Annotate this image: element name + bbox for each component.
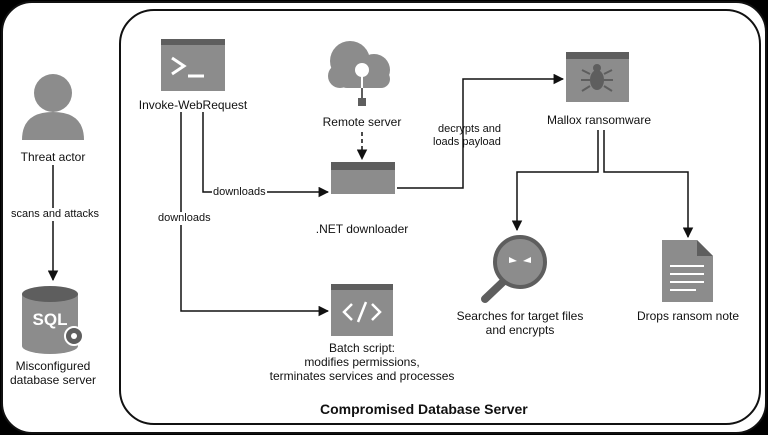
code-icon (331, 284, 393, 336)
edge-net-to-mallox (397, 73, 565, 189)
edge-label-scans: scans and attacks (10, 208, 101, 221)
threat-actor-label: Threat actor (20, 150, 86, 164)
edge-mallox-to-search (511, 130, 599, 232)
batch-script-label-1: Batch script: (328, 341, 396, 355)
document-icon (662, 240, 713, 302)
ransom-note-label: Drops ransom note (636, 309, 740, 323)
sql-icon-text: SQL (32, 310, 68, 329)
batch-script-label-2: modifies permissions, (304, 355, 420, 369)
edge-label-downloads-2: downloads (157, 212, 212, 225)
edge-downloads-batch (180, 112, 330, 317)
search-files-label-2: and encrypts (485, 323, 555, 337)
search-icon (481, 235, 547, 303)
search-files-label-1: Searches for target files (456, 309, 584, 323)
invoke-webrequest-label: Invoke-WebRequest (138, 98, 248, 112)
user-icon (22, 74, 84, 140)
window-icon (331, 162, 395, 194)
remote-server-label: Remote server (322, 115, 402, 129)
database-server-label-1: Misconfigured (15, 359, 91, 373)
edge-label-downloads-1: downloads (212, 186, 267, 199)
database-server-label-2: database server (9, 373, 97, 387)
bug-icon (566, 52, 629, 102)
edge-label-decrypts-2: loads payload (433, 136, 501, 148)
edge-label-decrypts-1: decrypts and (438, 123, 501, 135)
batch-script-label-3: terminates services and processes (269, 369, 455, 383)
edge-downloads-net (202, 112, 330, 198)
compromised-server-container (119, 9, 761, 425)
cloud-icon (328, 41, 390, 106)
container-title: Compromised Database Server (320, 401, 528, 417)
mallox-label: Mallox ransomware (546, 113, 652, 127)
sql-database-icon (22, 286, 84, 354)
edge-mallox-to-note (603, 130, 694, 239)
net-downloader-label: .NET downloader (315, 222, 409, 236)
terminal-icon (161, 39, 225, 91)
